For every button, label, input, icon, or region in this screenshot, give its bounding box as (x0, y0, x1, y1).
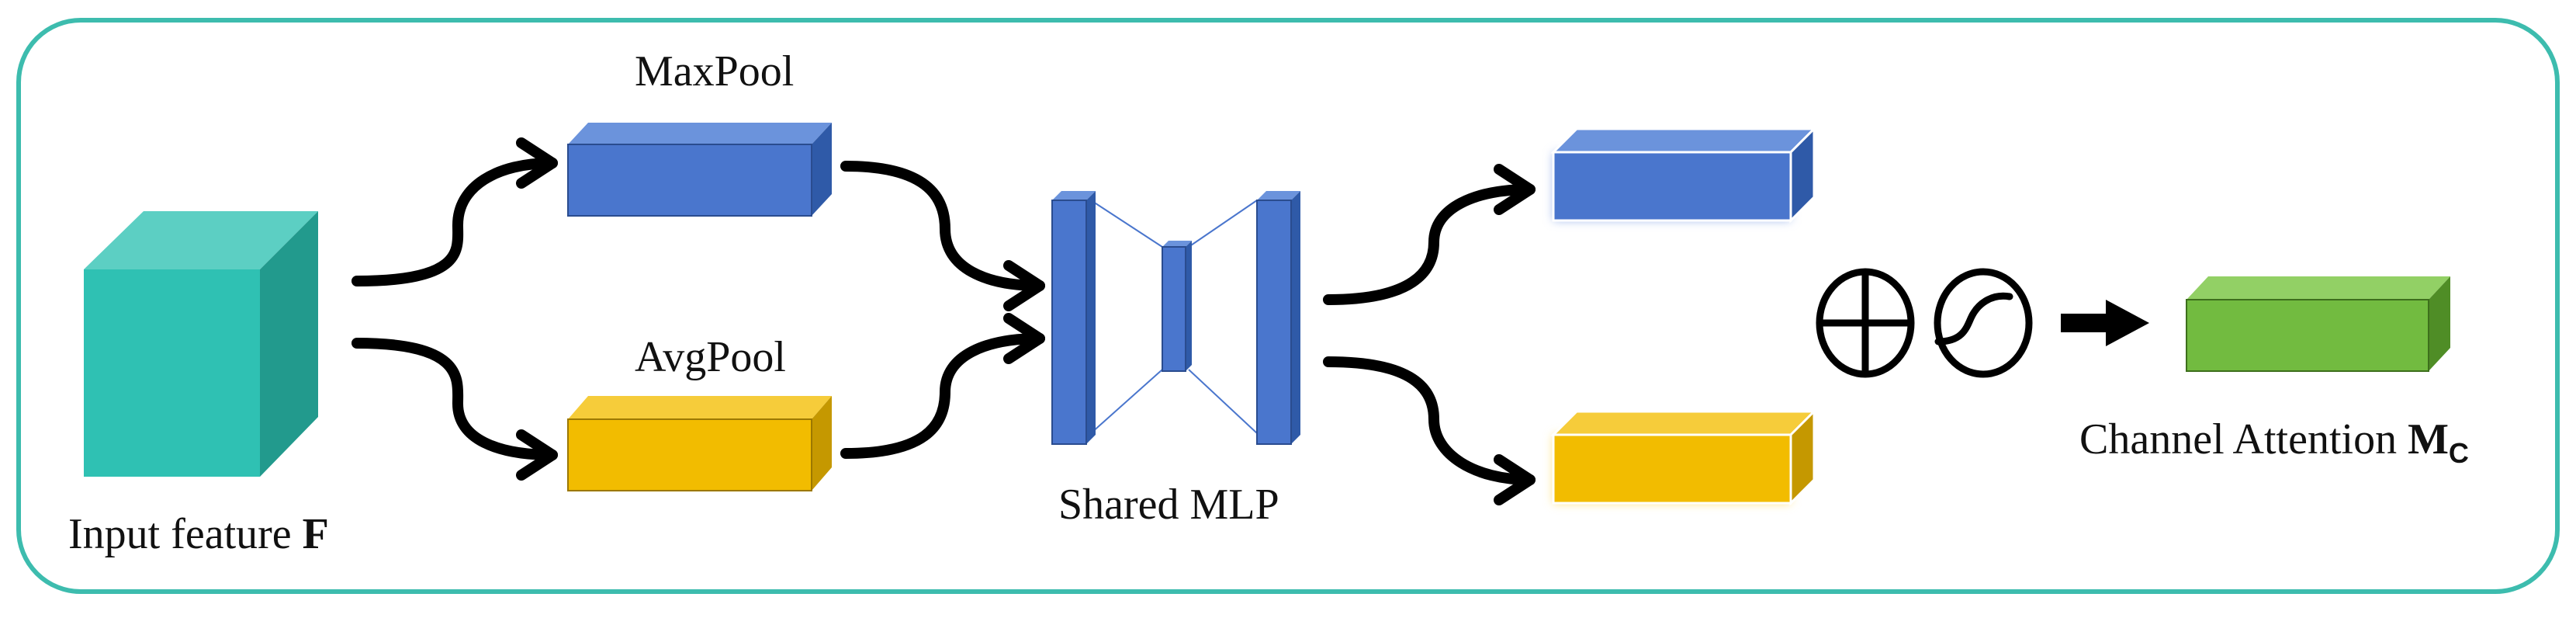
shared-mlp-label: Shared MLP (1058, 483, 1279, 526)
flow-arrows (351, 137, 1536, 505)
sigmoid-icon (1934, 268, 2033, 378)
attention-subscript: C (2448, 437, 2469, 470)
avgpool-label: AvgPool (635, 335, 786, 379)
shared-mlp-text: Shared MLP (1058, 481, 1279, 529)
attention-symbol: M (2408, 415, 2449, 464)
avgpool-text: AvgPool (635, 333, 786, 381)
input-feature-cube (84, 211, 318, 477)
maxpool-label: MaxPool (635, 50, 794, 93)
channel-attention-block (2186, 276, 2450, 372)
input-feature-symbol: F (302, 510, 329, 558)
circle-plus-icon (1816, 268, 1915, 378)
channel-attention-text: Channel Attention (2079, 415, 2398, 464)
maxpool-output-block (1550, 126, 1817, 224)
avgpool-output-block (1550, 408, 1817, 506)
right-arrow-icon (2061, 300, 2149, 346)
input-feature-label: Input feature F (68, 512, 329, 556)
maxpool-text: MaxPool (635, 47, 795, 95)
frame-border (16, 18, 2560, 594)
shared-mlp (1051, 191, 1300, 445)
avgpool-block (567, 396, 832, 491)
input-feature-text: Input feature (68, 510, 292, 558)
channel-attention-label: Channel Attention MC (2079, 418, 2469, 467)
maxpool-block (567, 123, 832, 217)
